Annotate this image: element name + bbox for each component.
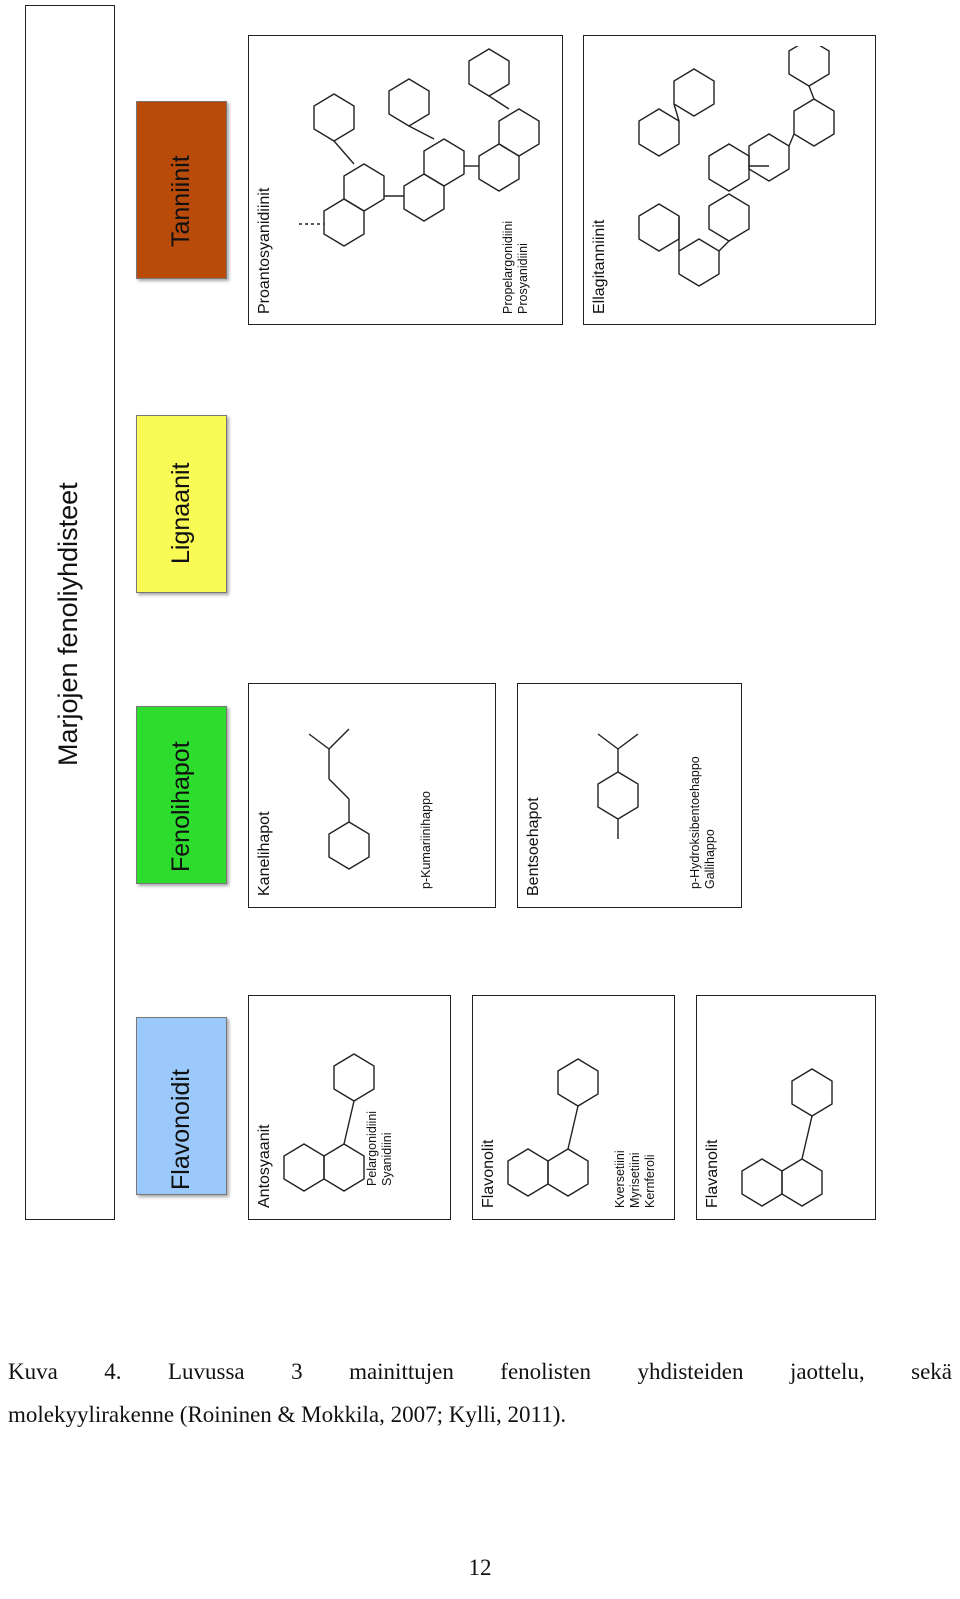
example: p-Hydroksibentoehappo bbox=[688, 756, 702, 889]
example: Kernferoli bbox=[643, 1154, 657, 1209]
category-flavonoidit: Flavonoidit bbox=[136, 1017, 227, 1195]
box-flavonolit: Flavonolit Kversetiini Myrisetiini Kernf… bbox=[472, 995, 675, 1220]
box-ellagitanniinit: Ellagitanniinit bbox=[583, 35, 876, 325]
box-title: Proantosyanidiinit bbox=[256, 187, 273, 314]
example: p-Kumariinihappo bbox=[419, 791, 433, 889]
box-bentsoehapot: Bentsoehapot p-Hydroksibentoehappo Galli… bbox=[517, 683, 742, 908]
category-label: Fenolihapot bbox=[167, 741, 195, 872]
box-title: Bentsoehapot bbox=[525, 797, 542, 896]
examples: Kversetiini Myrisetiini Kernferoli bbox=[613, 1150, 658, 1208]
caption-line-2: molekyylirakenne (Roininen & Mokkila, 20… bbox=[8, 1402, 567, 1427]
proanthocyanidin-structure bbox=[299, 46, 549, 256]
benzoic-acid-structure bbox=[563, 689, 673, 849]
ellagitannin-structure bbox=[629, 46, 869, 321]
example: Myrisetiini bbox=[628, 1152, 642, 1208]
caption-word: 3 bbox=[291, 1359, 303, 1384]
caption-line-1: Kuva 4. Luvussa 3 mainittujen fenolisten… bbox=[8, 1350, 952, 1393]
caption-word: fenolisten bbox=[500, 1359, 591, 1384]
flavonol-structure bbox=[503, 1016, 613, 1201]
category-lignaanit: Lignaanit bbox=[136, 415, 227, 593]
caption-word: Kuva bbox=[8, 1359, 58, 1384]
category-label: Lignaanit bbox=[167, 462, 195, 564]
box-kanelihapot: Kanelihapot p-Kumariinihappo bbox=[248, 683, 496, 908]
box-antosyaanit: Antosyaanit Pelargonidiini Syanidiini bbox=[248, 995, 451, 1220]
caption-word: yhdisteiden bbox=[637, 1359, 744, 1384]
caption-word: sekä bbox=[911, 1359, 952, 1384]
main-title: Marjojen fenoliyhdisteet bbox=[53, 482, 83, 766]
flavylium-structure bbox=[279, 1006, 389, 1196]
category-label: Flavonoidit bbox=[167, 1069, 195, 1190]
box-title: Kanelihapot bbox=[256, 811, 273, 896]
box-title: Antosyaanit bbox=[256, 1124, 273, 1208]
caption-word: mainittujen bbox=[349, 1359, 454, 1384]
cinnamic-acid-structure bbox=[289, 689, 409, 889]
caption-word: 4. bbox=[104, 1359, 122, 1384]
category-fenolihapot: Fenolihapot bbox=[136, 706, 227, 884]
box-flavanolit: Flavanolit bbox=[696, 995, 876, 1220]
caption-word: Luvussa bbox=[167, 1359, 245, 1384]
figure-caption: Kuva 4. Luvussa 3 mainittujen fenolisten… bbox=[8, 1350, 952, 1436]
flavanol-structure bbox=[737, 1026, 847, 1211]
example: Kversetiini bbox=[613, 1150, 627, 1208]
phenolic-compounds-figure: Marjojen fenoliyhdisteet Flavonoidit Fen… bbox=[25, 5, 876, 1220]
box-title: Ellagitanniinit bbox=[591, 219, 608, 314]
page-number: 12 bbox=[468, 1555, 492, 1580]
category-label: Tanniinit bbox=[167, 155, 195, 247]
category-tanniinit: Tanniinit bbox=[136, 101, 227, 279]
examples: p-Kumariinihappo bbox=[419, 791, 434, 889]
examples: p-Hydroksibentoehappo Gallihappo bbox=[688, 756, 718, 889]
caption-word: jaottelu, bbox=[789, 1359, 865, 1384]
box-title: Flavanolit bbox=[704, 1139, 721, 1208]
example: Gallihappo bbox=[703, 829, 717, 889]
box-title: Flavonolit bbox=[480, 1139, 497, 1208]
main-title-box: Marjojen fenoliyhdisteet bbox=[25, 5, 115, 1220]
box-proantosyanidiinit: Proantosyanidiinit Propelargonidiini Pro… bbox=[248, 35, 563, 325]
